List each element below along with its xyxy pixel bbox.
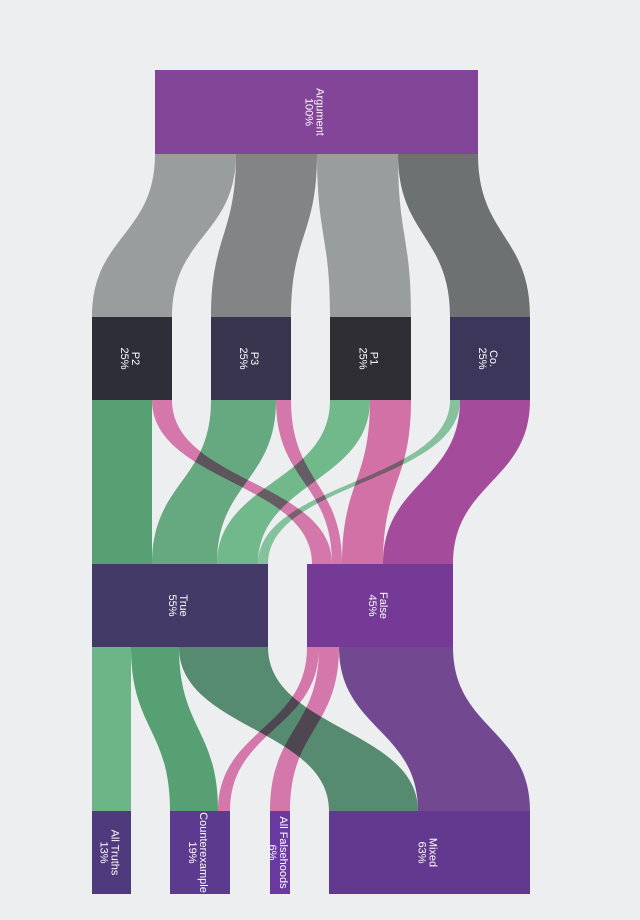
- node-all_falsehoods-box: [270, 811, 290, 894]
- link-argument-to-p3: [211, 154, 317, 317]
- node-p2-name: P2: [129, 352, 141, 365]
- sankey-nodes: Argument100%P225%P325%P125%Co.25%True55%…: [92, 70, 530, 894]
- node-true-name: True: [177, 594, 189, 616]
- link-argument-to-co: [398, 154, 530, 317]
- node-all_falsehoods-label: All Falsehoods6%: [266, 816, 289, 889]
- link-true-to-all_truths: [92, 647, 131, 811]
- node-false-box: [307, 564, 453, 647]
- node-p3: P325%: [211, 317, 291, 400]
- link-argument-to-p1: [317, 154, 411, 317]
- link-co-to-false: [383, 400, 530, 564]
- node-co-percent: 25%: [476, 347, 488, 369]
- node-all_truths: All Truths13%: [92, 811, 131, 894]
- node-false-percent: 45%: [366, 594, 378, 616]
- node-p2-percent: 25%: [118, 347, 130, 369]
- node-mixed-box: [329, 811, 530, 894]
- node-mixed: Mixed63%: [329, 811, 530, 894]
- link-co-to-true: [258, 400, 460, 564]
- node-true-percent: 55%: [166, 594, 178, 616]
- node-co-box: [450, 317, 530, 400]
- node-false: False45%: [307, 564, 453, 647]
- link-false-to-all_falsehoods: [270, 647, 339, 811]
- node-p2: P225%: [92, 317, 172, 400]
- link-true-to-counterexample: [131, 647, 218, 811]
- node-counterexample-name: Counterexample: [197, 812, 209, 893]
- node-co-name: Co.: [487, 350, 499, 367]
- node-all_truths-name: All Truths: [109, 830, 121, 876]
- node-all_falsehoods: All Falsehoods6%: [266, 811, 290, 894]
- node-false-label: False45%: [366, 592, 389, 619]
- node-false-name: False: [377, 592, 389, 619]
- link-p3-to-true: [152, 400, 276, 564]
- node-p1-box: [330, 317, 411, 400]
- node-p3-percent: 25%: [237, 347, 249, 369]
- node-p1-label: P125%: [357, 347, 380, 369]
- node-all_falsehoods-percent: 6%: [266, 845, 278, 861]
- node-p2-label: P225%: [118, 347, 141, 369]
- node-all_truths-percent: 13%: [98, 841, 110, 863]
- node-co-label: Co.25%: [476, 347, 499, 369]
- node-co: Co.25%: [450, 317, 530, 400]
- node-p2-box: [92, 317, 172, 400]
- node-argument-box: [155, 70, 478, 154]
- node-all_falsehoods-name: All Falsehoods: [277, 816, 289, 889]
- link-p1-to-true: [217, 400, 370, 564]
- link-false-to-mixed: [339, 647, 530, 811]
- node-argument: Argument100%: [155, 70, 478, 154]
- node-counterexample-label: Counterexample19%: [186, 812, 209, 893]
- node-p3-label: P325%: [237, 347, 260, 369]
- node-p1-name: P1: [368, 352, 380, 365]
- node-argument-name: Argument: [314, 88, 326, 136]
- sankey-links: [92, 154, 530, 811]
- node-mixed-label: Mixed63%: [416, 838, 439, 867]
- node-argument-percent: 100%: [303, 98, 315, 126]
- node-all_truths-label: All Truths13%: [98, 830, 121, 876]
- node-all_truths-box: [92, 811, 131, 894]
- node-counterexample: Counterexample19%: [170, 811, 230, 894]
- node-true-label: True55%: [166, 594, 189, 616]
- link-argument-to-p2: [92, 154, 236, 317]
- node-mixed-percent: 63%: [416, 841, 428, 863]
- node-p3-box: [211, 317, 291, 400]
- link-false-to-counterexample: [218, 647, 319, 811]
- node-argument-label: Argument100%: [303, 88, 326, 136]
- node-p1: P125%: [330, 317, 411, 400]
- node-counterexample-box: [170, 811, 230, 894]
- node-p3-name: P3: [248, 352, 260, 365]
- node-true: True55%: [92, 564, 268, 647]
- link-p2-to-true: [92, 400, 152, 564]
- node-p1-percent: 25%: [357, 347, 369, 369]
- node-counterexample-percent: 19%: [186, 841, 198, 863]
- node-true-box: [92, 564, 268, 647]
- node-mixed-name: Mixed: [427, 838, 439, 867]
- link-p1-to-false: [342, 400, 411, 564]
